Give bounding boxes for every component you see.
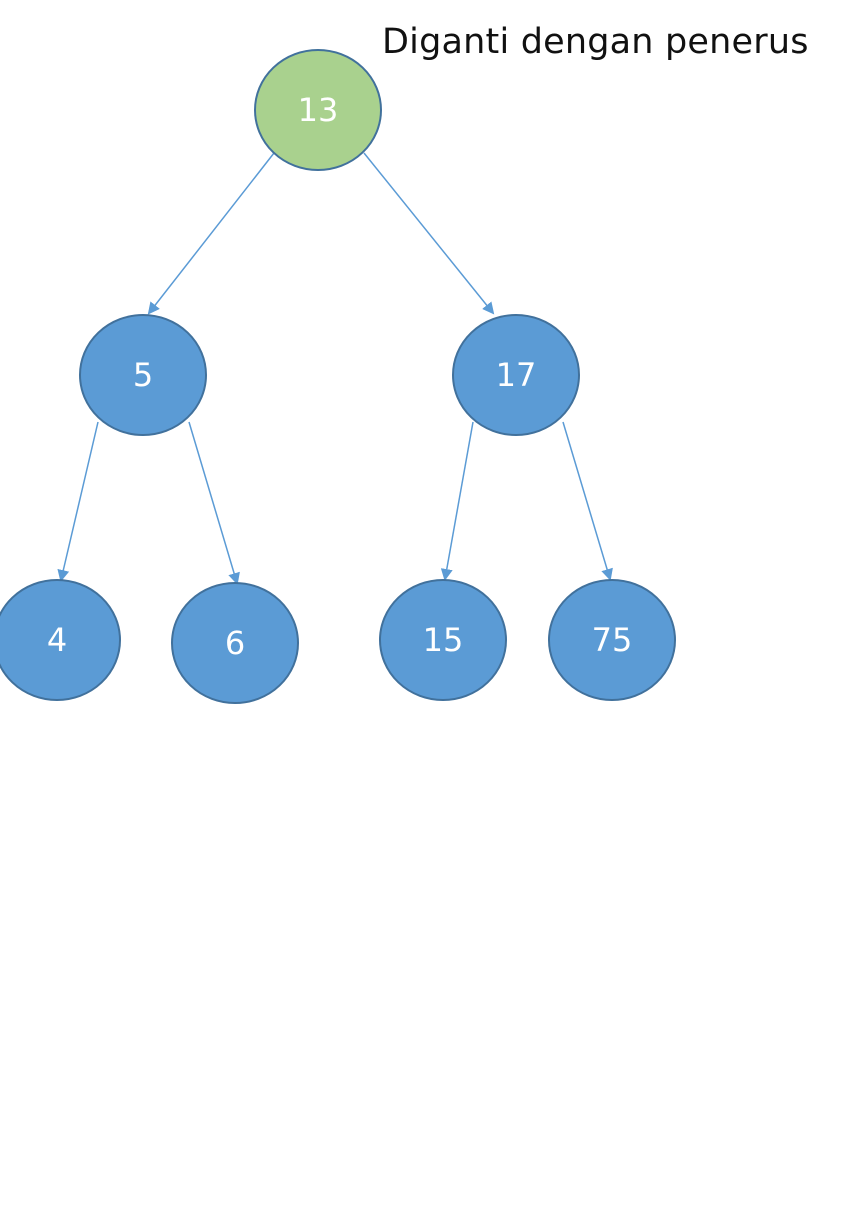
tree-node-75: 75 <box>548 579 676 701</box>
node-label-15: 15 <box>423 621 464 659</box>
edges-layer <box>57 152 613 585</box>
tree-node-5: 5 <box>79 314 207 436</box>
tree-node-6: 6 <box>171 582 299 704</box>
edge-n5-n6 <box>188 421 240 585</box>
node-label-6: 6 <box>225 624 245 662</box>
node-circle-5 <box>79 314 207 436</box>
edge-n17-n75 <box>562 421 613 581</box>
node-label-5: 5 <box>133 356 153 394</box>
edge-n17-n15 <box>440 421 474 581</box>
edge-n5-n4 <box>57 421 99 582</box>
diagram-caption: Diganti dengan penerus <box>382 22 809 62</box>
edge-n13-n5 <box>147 152 275 315</box>
tree-node-13: 13 <box>254 49 382 171</box>
node-label-75: 75 <box>592 621 633 659</box>
nodes-layer: 13 5 17 4 6 15 75 <box>0 49 676 704</box>
node-label-13: 13 <box>298 91 339 129</box>
tree-node-15: 15 <box>379 579 507 701</box>
tree-node-4: 4 <box>0 579 121 701</box>
node-circle-17 <box>452 314 580 436</box>
node-circle-75 <box>548 579 676 701</box>
node-circle-13 <box>254 49 382 171</box>
tree-node-17: 17 <box>452 314 580 436</box>
node-circle-15 <box>379 579 507 701</box>
node-circle-6 <box>171 582 299 704</box>
node-circle-4 <box>0 579 121 701</box>
node-label-17: 17 <box>496 356 537 394</box>
edge-n13-n17 <box>363 152 495 315</box>
node-label-4: 4 <box>47 621 67 659</box>
